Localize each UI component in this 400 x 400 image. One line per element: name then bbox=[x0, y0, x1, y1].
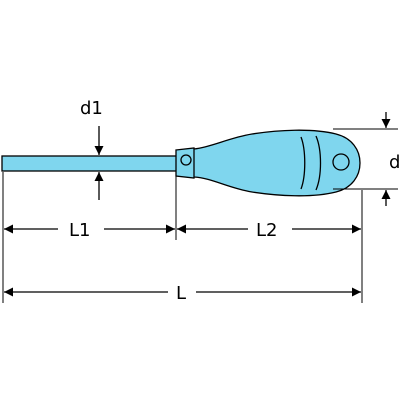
L1-label: L1 bbox=[69, 220, 90, 241]
handle-end-hole bbox=[332, 153, 350, 171]
handle-end-groove-2 bbox=[315, 135, 322, 191]
handle-end-groove bbox=[300, 136, 306, 190]
extension-lines bbox=[2, 172, 363, 303]
screwdriver-shaft bbox=[1, 155, 180, 172]
L-label: L bbox=[176, 283, 186, 304]
d1-dimension: d1 bbox=[80, 98, 104, 200]
d-dimension: d bbox=[333, 112, 400, 206]
L2-label: L2 bbox=[256, 220, 277, 241]
d-label: d bbox=[389, 152, 400, 173]
d1-label: d1 bbox=[80, 98, 103, 119]
handle-collar-ring bbox=[180, 154, 192, 166]
screwdriver bbox=[1, 129, 361, 197]
